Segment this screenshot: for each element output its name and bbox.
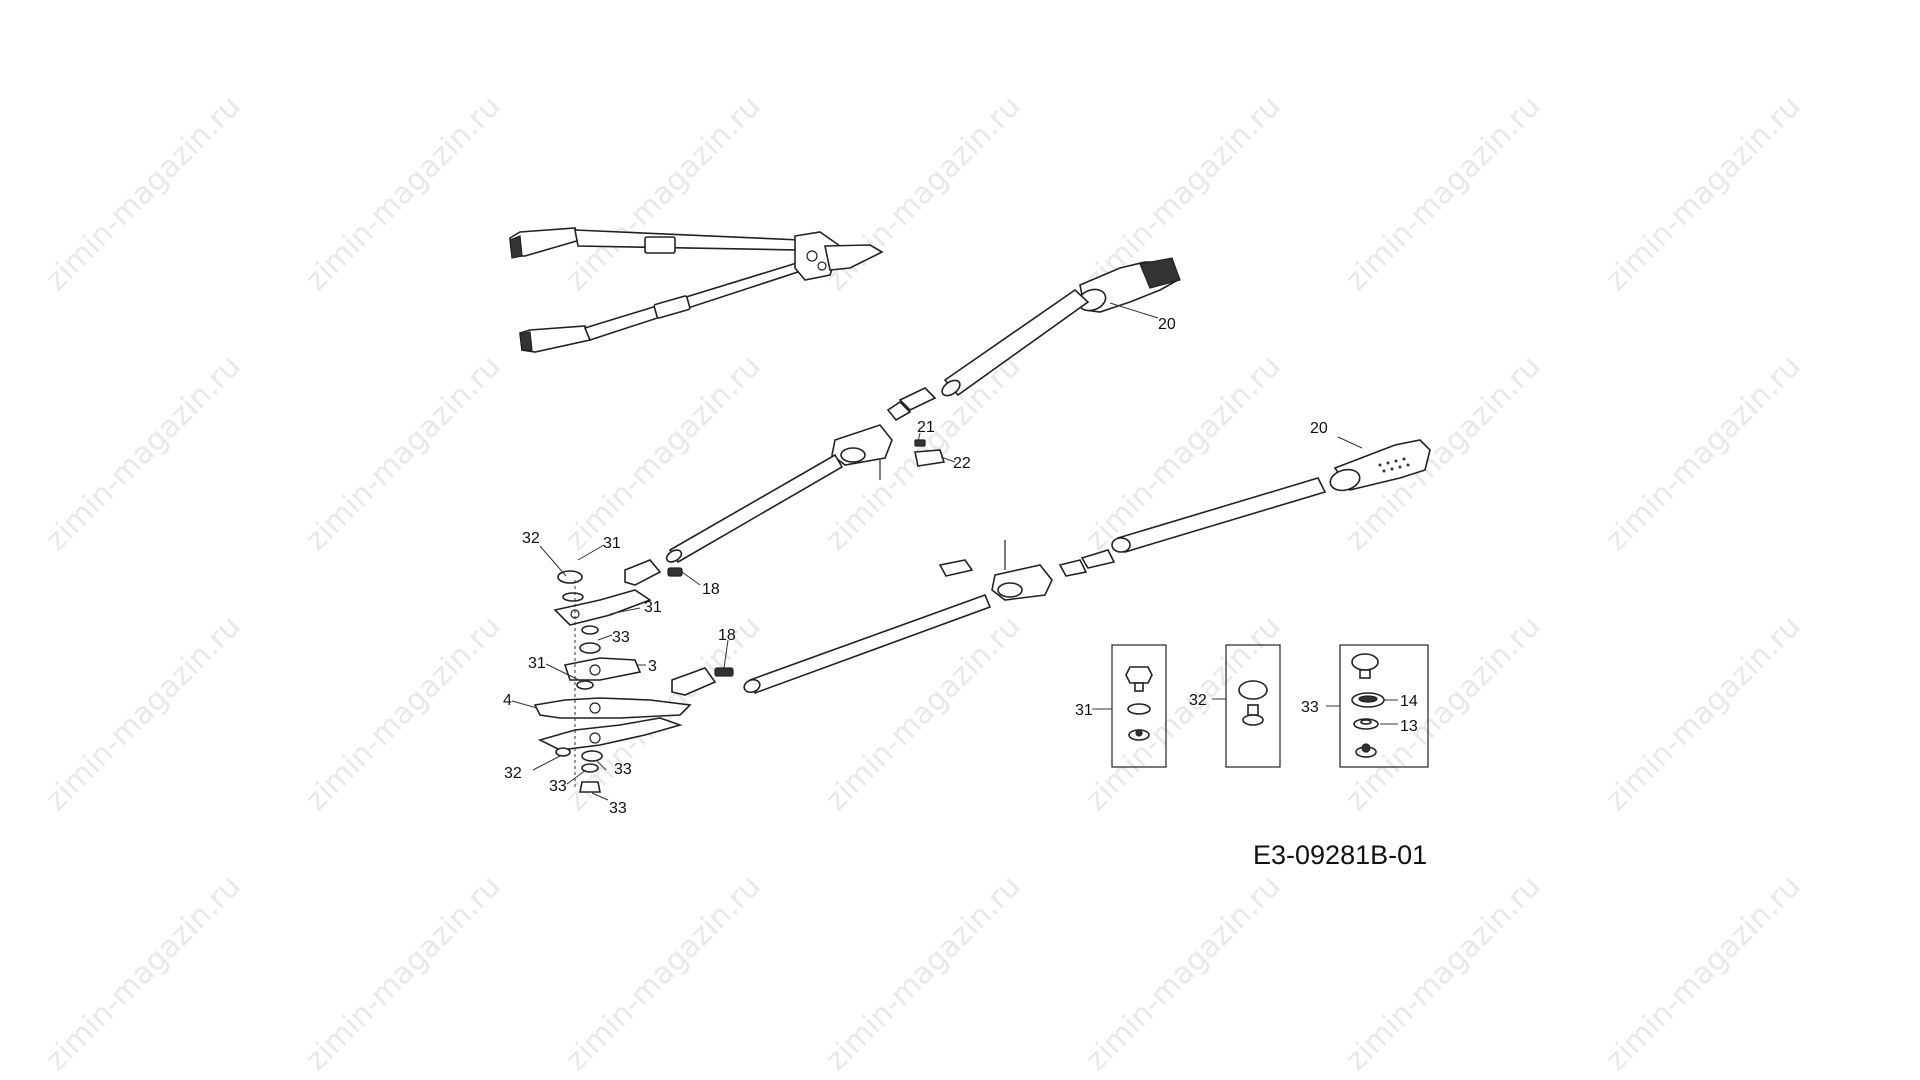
callout-21: 21 (917, 419, 935, 436)
watermark-text: zimin-magazin.ru (39, 89, 248, 298)
watermark-text: zimin-magazin.ru (299, 609, 508, 818)
watermark-text: zimin-magazin.ru (1599, 349, 1808, 558)
detail-box-32 (1212, 644, 1281, 768)
detail-box-31-label: 31 (1075, 702, 1093, 719)
callout-33-mid: 33 (612, 629, 630, 646)
watermark-text: zimin-magazin.ru (1339, 609, 1548, 818)
watermark-text: zimin-magazin.ru (39, 869, 248, 1078)
watermark-text: zimin-magazin.ru (1599, 609, 1808, 818)
watermark-text: zimin-magazin.ru (1339, 349, 1548, 558)
overview-lopper-illustration (509, 227, 884, 353)
callout-18-upper: 18 (702, 581, 720, 598)
callout-32-bottom: 32 (504, 765, 522, 782)
watermark-text: zimin-magazin.ru (1079, 89, 1288, 298)
callout-20-top: 20 (1158, 316, 1176, 333)
drawing-code: E3-09281B-01 (1253, 840, 1427, 870)
watermark-text: zimin-magazin.ru (559, 89, 768, 298)
watermark-text: zimin-magazin.ru (39, 349, 248, 558)
blade-head-assembly (533, 570, 692, 793)
callout-33-bottom-right: 33 (614, 761, 632, 778)
watermark-text: zimin-magazin.ru (1339, 89, 1548, 298)
watermark-text: zimin-magazin.ru (1599, 869, 1808, 1078)
callout-3: 3 (648, 658, 657, 675)
callout-20-right: 20 (1310, 420, 1328, 437)
callout-31-mid: 31 (644, 599, 662, 616)
callout-31-top: 31 (603, 535, 621, 552)
detail-box-33-sub-14: 14 (1400, 693, 1418, 710)
watermark-text: zimin-magazin.ru (299, 869, 508, 1078)
lower-handle-assembly (671, 439, 1431, 696)
watermark-text: zimin-magazin.ru (1599, 89, 1808, 298)
detail-box-33-label: 33 (1301, 699, 1319, 716)
watermark-text: zimin-magazin.ru (1079, 869, 1288, 1078)
watermark-text: zimin-magazin.ru (299, 89, 508, 298)
callout-22: 22 (953, 455, 971, 472)
watermark-text: zimin-magazin.ru (39, 609, 248, 818)
watermark-text: zimin-magazin.ru (1339, 869, 1548, 1078)
callout-labels: 20 20 21 22 18 18 32 31 31 33 3 31 4 32 … (503, 316, 1427, 870)
callout-18-lower: 18 (718, 627, 736, 644)
callout-33-bottom-left: 33 (549, 778, 567, 795)
detail-box-32-label: 32 (1189, 692, 1207, 709)
leader-lines (511, 302, 1363, 801)
watermark-text: zimin-magazin.ru (299, 349, 508, 558)
detail-box-33 (1326, 644, 1429, 768)
watermark-text: zimin-magazin.ru (819, 609, 1028, 818)
detail-box-31 (1092, 644, 1167, 768)
watermark-text: zimin-magazin.ru (819, 869, 1028, 1078)
upper-handle-assembly (624, 257, 1181, 586)
callout-4: 4 (503, 692, 512, 709)
detail-box-33-sub-13: 13 (1400, 718, 1418, 735)
callout-33-bottom: 33 (609, 800, 627, 817)
callout-32-top: 32 (522, 530, 540, 547)
callout-31-left: 31 (528, 655, 546, 672)
watermark-text: zimin-magazin.ru (559, 869, 768, 1078)
